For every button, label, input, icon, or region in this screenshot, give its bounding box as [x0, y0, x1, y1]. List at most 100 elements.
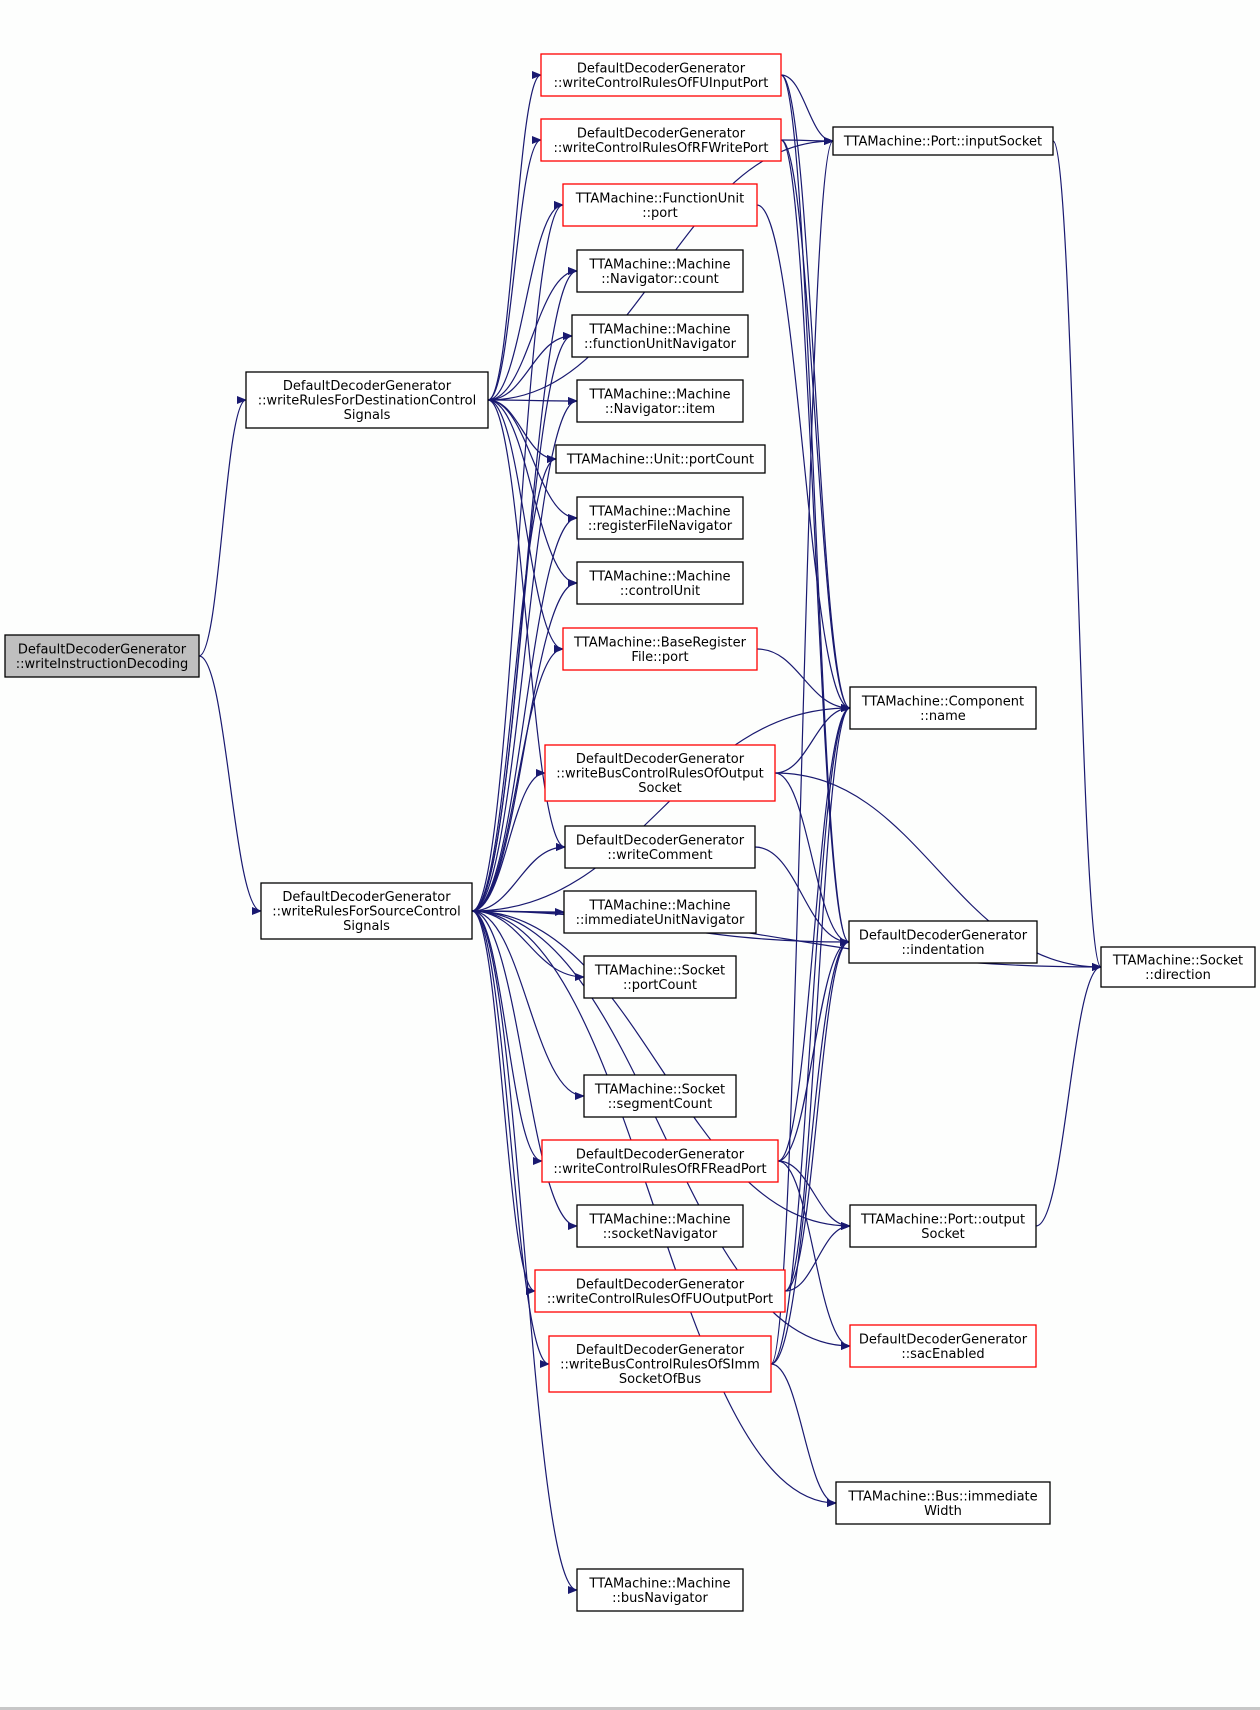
edge-write-rules-for-destination-control-signals-to-function-unit-port	[487, 201, 564, 401]
edge-write-instruction-decoding-to-write-rules-for-source-control-signals	[198, 655, 262, 915]
edge-write-rules-for-destination-control-signals-to-write-comment	[487, 399, 566, 851]
edge-write-rules-for-source-control-signals-to-write-control-rules-of-rfread-port	[471, 910, 543, 1165]
node-label-line: DefaultDecoderGenerator	[577, 126, 746, 141]
node-write-instruction-decoding[interactable]: DefaultDecoderGenerator::writeInstructio…	[4, 634, 200, 678]
node-sac-enabled[interactable]: DefaultDecoderGenerator::sacEnabled	[849, 1324, 1037, 1368]
node-function-unit-navigator[interactable]: TTAMachine::Machine::functionUnitNavigat…	[571, 314, 749, 358]
node-indentation[interactable]: DefaultDecoderGenerator::indentation	[848, 920, 1038, 964]
node-function-unit-port[interactable]: TTAMachine::FunctionUnit::port	[562, 183, 758, 227]
edge-write-bus-control-rules-of-simm-socket-of-bus-to-component-name	[770, 704, 851, 1365]
node-navigator-item[interactable]: TTAMachine::Machine::Navigator::item	[576, 379, 744, 423]
node-unit-port-count[interactable]: TTAMachine::Unit::portCount	[555, 444, 766, 474]
node-box	[555, 444, 766, 474]
node-label-line: TTAMachine::Unit::portCount	[566, 453, 754, 468]
bottom-divider	[0, 1707, 1260, 1710]
node-register-file-navigator[interactable]: TTAMachine::Machine::registerFileNavigat…	[576, 496, 744, 540]
edge-write-control-rules-of-rfread-port-to-component-name	[777, 704, 851, 1162]
node-direction[interactable]: TTAMachine::Socket::direction	[1100, 946, 1256, 988]
edge-write-bus-control-rules-of-simm-socket-of-bus-to-input-socket	[770, 137, 834, 1365]
edge-write-rules-for-source-control-signals-to-write-bus-control-rules-of-simm-socket-of-bus	[471, 910, 550, 1368]
node-box	[849, 1324, 1037, 1368]
node-write-control-rules-of-rfwrite-port[interactable]: DefaultDecoderGenerator::writeControlRul…	[540, 118, 782, 162]
node-write-control-rules-of-fuinput-port[interactable]: DefaultDecoderGenerator::writeControlRul…	[540, 53, 782, 97]
node-label-line: Width	[924, 1504, 962, 1519]
edge-write-rules-for-destination-control-signals-to-write-control-rules-of-fuinput-port	[487, 71, 542, 401]
edges-layer	[198, 71, 1102, 1594]
node-label-line: ::functionUnitNavigator	[584, 337, 737, 352]
node-bus-navigator[interactable]: TTAMachine::Machine::busNavigator	[576, 1568, 744, 1612]
nodes-layer: DefaultDecoderGenerator::writeInstructio…	[4, 53, 1256, 1612]
edge-write-instruction-decoding-to-write-rules-for-destination-control-signals	[198, 396, 247, 657]
node-label-line: DefaultDecoderGenerator	[282, 890, 451, 905]
node-segment-count[interactable]: TTAMachine::Socket::segmentCount	[583, 1074, 737, 1118]
node-box	[564, 825, 756, 869]
node-label-line: File::port	[631, 650, 688, 665]
node-label-line: DefaultDecoderGenerator	[283, 379, 452, 394]
node-socket-port-count[interactable]: TTAMachine::Socket::portCount	[583, 955, 737, 999]
node-label-line: TTAMachine::Machine	[588, 1576, 730, 1591]
node-label-line: DefaultDecoderGenerator	[576, 1147, 745, 1162]
node-write-rules-for-source-control-signals[interactable]: DefaultDecoderGenerator::writeRulesForSo…	[260, 882, 473, 940]
node-control-unit[interactable]: TTAMachine::Machine::controlUnit	[576, 561, 744, 605]
node-write-control-rules-of-fuoutput-port[interactable]: DefaultDecoderGenerator::writeControlRul…	[534, 1269, 786, 1313]
node-write-control-rules-of-rfread-port[interactable]: DefaultDecoderGenerator::writeControlRul…	[541, 1139, 779, 1183]
edge-write-rules-for-source-control-signals-to-component-name	[471, 704, 851, 912]
node-box	[562, 183, 758, 227]
node-label-line: ::writeControlRulesOfFUInputPort	[554, 76, 769, 91]
node-label-line: TTAMachine::Component	[861, 694, 1024, 709]
edge-write-rules-for-source-control-signals-to-function-unit-navigator	[471, 332, 573, 912]
node-box	[832, 126, 1054, 156]
node-label-line: SocketOfBus	[619, 1372, 701, 1387]
node-navigator-count[interactable]: TTAMachine::Machine::Navigator::count	[576, 249, 744, 293]
node-label-line: DefaultDecoderGenerator	[576, 1277, 745, 1292]
node-label-line: ::segmentCount	[608, 1097, 712, 1112]
node-box	[576, 1568, 744, 1612]
node-label-line: DefaultDecoderGenerator	[18, 642, 187, 657]
edge-input-socket-to-direction	[1052, 140, 1102, 971]
node-box	[576, 561, 744, 605]
node-label-line: ::writeRulesForSourceControl	[272, 905, 460, 920]
node-socket-navigator[interactable]: TTAMachine::Machine::socketNavigator	[576, 1204, 744, 1248]
node-write-rules-for-destination-control-signals[interactable]: DefaultDecoderGenerator::writeRulesForDe…	[245, 371, 489, 429]
node-label-line: DefaultDecoderGenerator	[576, 833, 745, 848]
edge-write-rules-for-destination-control-signals-to-write-control-rules-of-rfwrite-port	[487, 136, 542, 401]
node-box	[260, 882, 473, 940]
node-write-bus-control-rules-of-simm-socket-of-bus[interactable]: DefaultDecoderGenerator::writeBusControl…	[548, 1335, 772, 1393]
edge-write-comment-to-indentation	[754, 846, 850, 946]
edge-write-rules-for-source-control-signals-to-write-bus-control-rules-of-output-socket	[471, 769, 546, 912]
node-component-name[interactable]: TTAMachine::Component::name	[849, 686, 1037, 730]
edge-write-rules-for-source-control-signals-to-bus-navigator	[471, 910, 578, 1594]
node-box	[1100, 946, 1256, 988]
node-label-line: TTAMachine::Machine	[588, 569, 730, 584]
node-label-line: ::writeControlRulesOfRFReadPort	[553, 1162, 766, 1177]
node-input-socket[interactable]: TTAMachine::Port::inputSocket	[832, 126, 1054, 156]
edge-write-rules-for-source-control-signals-to-socket-navigator	[471, 910, 578, 1230]
edge-write-rules-for-source-control-signals-to-register-file-navigator	[471, 514, 578, 912]
node-label-line: TTAMachine::FunctionUnit	[575, 191, 744, 206]
node-label-line: ::sacEnabled	[901, 1347, 984, 1362]
edge-write-rules-for-source-control-signals-to-socket-port-count	[471, 910, 585, 981]
edge-write-control-rules-of-fuoutput-port-to-output-socket	[784, 1222, 851, 1292]
node-label-line: ::busNavigator	[612, 1591, 708, 1606]
node-write-comment[interactable]: DefaultDecoderGenerator::writeComment	[564, 825, 756, 869]
node-label-line: DefaultDecoderGenerator	[577, 61, 746, 76]
node-write-bus-control-rules-of-output-socket[interactable]: DefaultDecoderGenerator::writeBusControl…	[544, 744, 776, 802]
edge-write-bus-control-rules-of-output-socket-to-indentation	[774, 772, 850, 946]
node-label-line: Signals	[344, 408, 391, 423]
edge-output-socket-to-direction	[1035, 963, 1102, 1227]
edge-write-control-rules-of-fuinput-port-to-indentation	[780, 74, 850, 946]
node-box	[563, 890, 757, 934]
node-label-line: ::controlUnit	[620, 584, 700, 599]
node-box	[562, 627, 758, 671]
node-box	[571, 314, 749, 358]
node-label-line: TTAMachine::Machine	[588, 257, 730, 272]
edge-write-control-rules-of-rfread-port-to-indentation	[777, 938, 850, 1162]
node-immediate-unit-navigator[interactable]: TTAMachine::Machine::immediateUnitNaviga…	[563, 890, 757, 934]
node-box	[583, 955, 737, 999]
node-label-line: Socket	[638, 781, 682, 796]
edge-write-control-rules-of-rfread-port-to-sac-enabled	[777, 1160, 851, 1350]
